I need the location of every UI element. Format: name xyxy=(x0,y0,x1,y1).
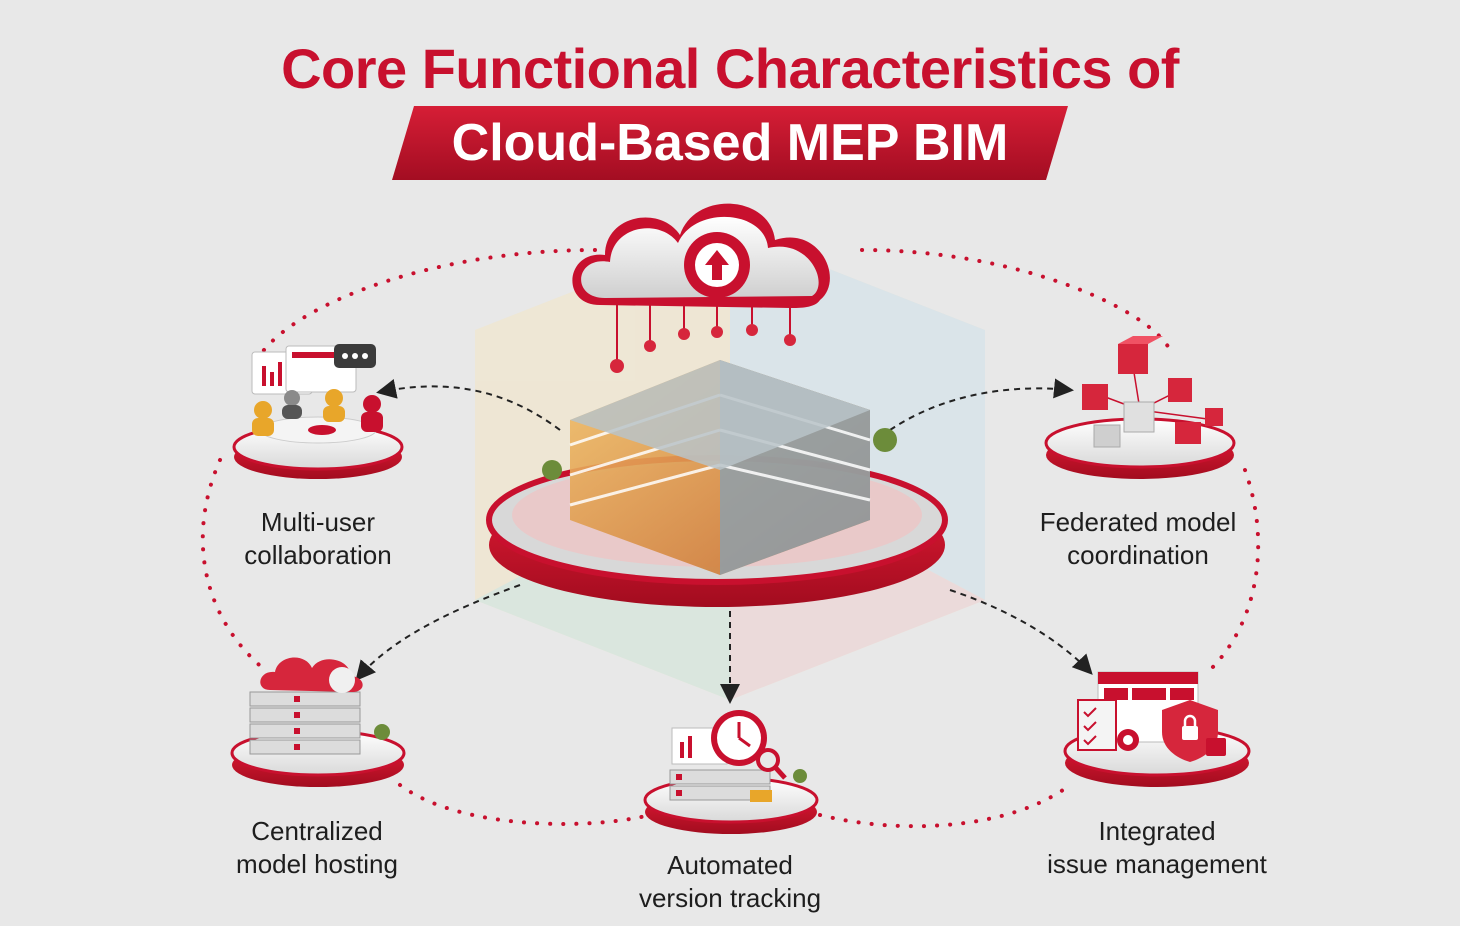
connector-arrows xyxy=(355,378,1093,704)
label-line: Federated model xyxy=(1039,507,1237,537)
label-centralized: Centralized model hosting xyxy=(157,815,477,881)
label-automated: Automated version tracking xyxy=(570,849,890,915)
building-model-icon xyxy=(486,360,948,607)
label-line: coordination xyxy=(1067,540,1209,570)
label-line: Multi-user xyxy=(260,507,376,537)
label-line: Integrated xyxy=(1098,816,1216,846)
label-line: model hosting xyxy=(236,849,398,879)
label-line: version tracking xyxy=(638,883,822,913)
label-line: Automated xyxy=(667,850,793,880)
server-cloud-icon xyxy=(249,657,390,755)
page-title: Core Functional Characteristics of xyxy=(281,37,1179,100)
cloud-upload-icon xyxy=(572,203,830,373)
pedestal-centralized xyxy=(230,729,406,787)
page-subtitle: Cloud-Based MEP BIM xyxy=(451,114,1009,172)
label-integrated: Integrated issue management xyxy=(997,815,1317,881)
label-line: issue management xyxy=(1047,849,1267,879)
label-multi-user: Multi-user collaboration xyxy=(158,506,478,572)
label-line: collaboration xyxy=(244,540,392,570)
label-federated: Federated model coordination xyxy=(978,506,1298,572)
title-banner: Cloud-Based MEP BIM xyxy=(392,106,1068,180)
team-meeting-icon xyxy=(251,344,383,444)
cubes-network-icon xyxy=(1082,336,1223,448)
shield-checklist-icon xyxy=(1077,671,1226,762)
clock-history-icon xyxy=(669,710,807,802)
label-line: Centralized xyxy=(251,816,383,846)
dotted-loop xyxy=(200,248,1261,829)
